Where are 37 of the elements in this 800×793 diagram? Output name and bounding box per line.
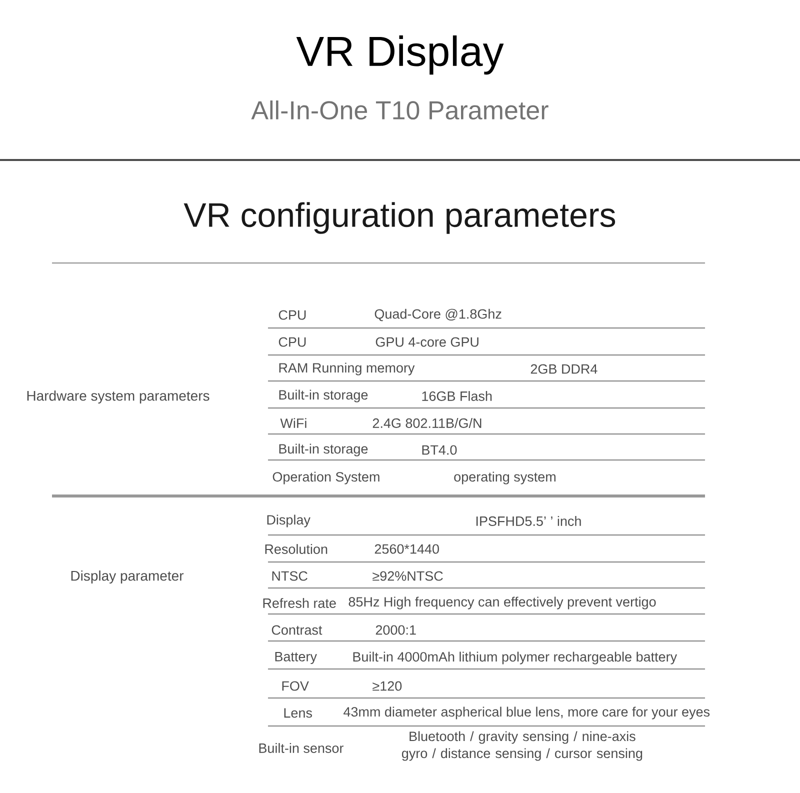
group-label: Hardware system parameters bbox=[27, 390, 210, 404]
group-label: Display parameter bbox=[71, 570, 184, 584]
subtitle: All-In-One T10 Parameter bbox=[251, 100, 548, 120]
parameter-value: operating system bbox=[454, 472, 556, 484]
parameter-value: 2.4G 802.11B/G/N bbox=[372, 418, 482, 428]
parameter-name: Contrast bbox=[272, 625, 322, 635]
title: VR Display bbox=[296, 35, 504, 75]
parameter-name: Battery bbox=[275, 652, 317, 664]
parameter-name: Operation System bbox=[272, 472, 380, 484]
parameter-name: RAM Running memory bbox=[279, 362, 415, 376]
parameter-value: BT4.0 bbox=[422, 445, 457, 455]
heading: VR configuration parameters bbox=[184, 202, 616, 234]
parameter-value: GPU 4-core GPU bbox=[376, 337, 478, 347]
parameter-name: Built-in storage bbox=[279, 390, 368, 402]
parameter-name: Refresh rate bbox=[263, 598, 336, 608]
parameter-value: 43mm diameter aspherical blue lens, more care for your eyes bbox=[344, 706, 710, 720]
parameter-name: Built-in sensor bbox=[259, 743, 344, 753]
parameter-value: 2GB DDR4 bbox=[530, 364, 598, 374]
parameter-value: Quad-Core @1.8Ghz bbox=[374, 308, 502, 322]
parameter-name: CPU bbox=[278, 337, 306, 347]
parameter-value: 16GB Flash bbox=[422, 391, 492, 401]
parameter-name: CPU bbox=[278, 310, 306, 320]
parameter-name: Display bbox=[267, 514, 310, 528]
parameter-value: 2560*1440 bbox=[374, 544, 439, 554]
parameter-value: ≥120 bbox=[372, 681, 402, 691]
parameter-value: IPSFHD5.5’ ’ inch bbox=[476, 516, 581, 526]
parameter-value: 85Hz High frequency can effectively prevent vertigo bbox=[348, 596, 656, 610]
parameter-value: Bluetooth / gravity sensing / nine-axis gyro / distance sensing / cursor sensing bbox=[402, 731, 642, 761]
parameter-value: Built-in 4000mAh lithium polymer rechargeable battery bbox=[353, 652, 678, 664]
parameter-value: ≥92%NTSC bbox=[372, 571, 443, 581]
parameter-value: 2000:1 bbox=[376, 625, 416, 635]
parameter-name: FOV bbox=[282, 681, 309, 691]
parameter-name: Resolution bbox=[265, 544, 328, 554]
parameter-name: NTSC bbox=[272, 571, 308, 581]
parameter-name: WiFi bbox=[280, 418, 306, 428]
parameter-name: Built-in storage bbox=[279, 444, 368, 456]
parameter-name: Lens bbox=[284, 708, 312, 718]
